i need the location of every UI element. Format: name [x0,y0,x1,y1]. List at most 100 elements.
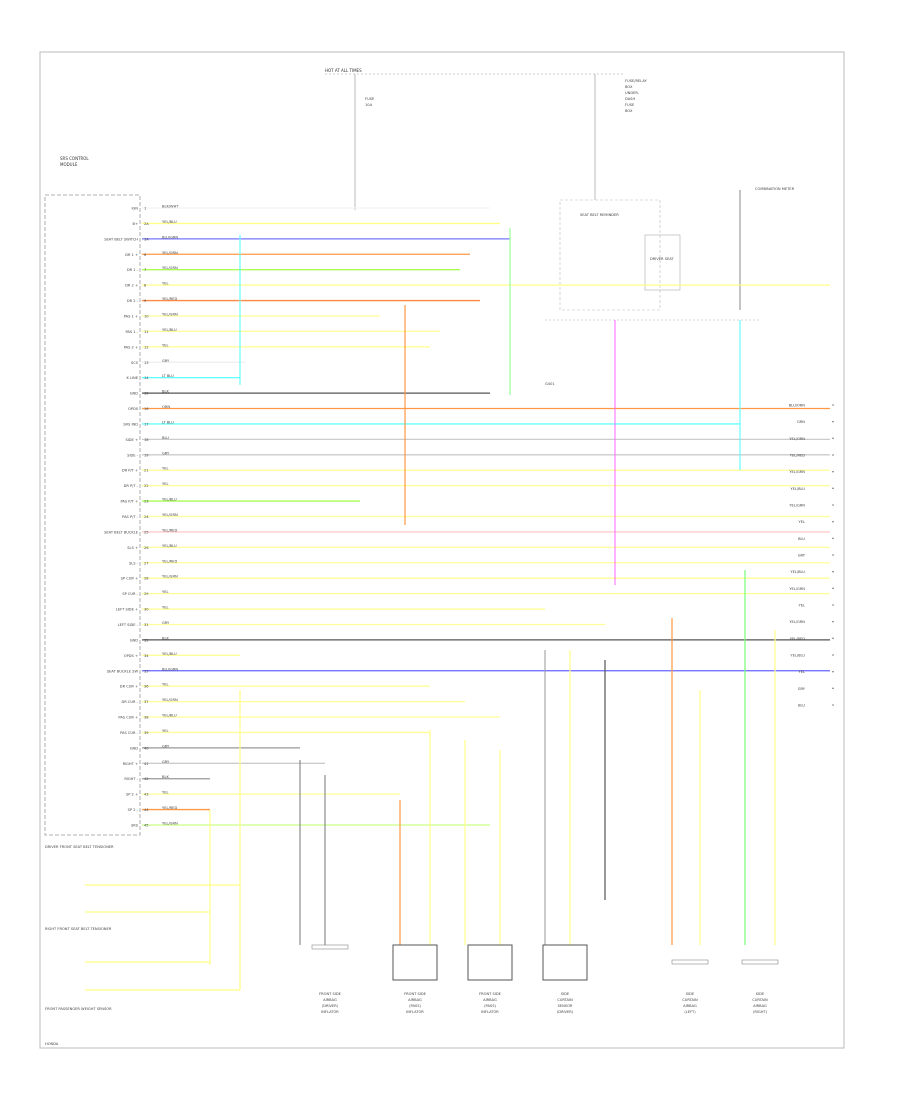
pin-label: SEAT BELT SWITCH [104,237,138,241]
pin-number: 21 [144,469,149,473]
pin-label: GND [130,638,138,642]
pin-label: GND [130,746,138,750]
component-label: (PASS) [484,1004,496,1008]
component-label: (LEFT) [684,1010,696,1014]
pin-wire-color: GRY [162,621,170,625]
pin-number: 8 [144,284,147,288]
right-wire-label: YEL/GRN [789,587,805,591]
component-connector [671,959,709,965]
component-body [467,944,513,981]
ground-label: G401 [545,382,555,386]
pin-label: LEFT SIDE + [116,608,138,612]
fuse-right-label-1: FUSE/RELAY [625,79,647,83]
pin-wire-color: YEL/BLU [162,498,177,502]
component-label: INFLATOR [481,1010,499,1014]
right-wire-label: YEL/BLU [790,654,805,658]
pin-label: SP CUR - [122,592,138,596]
pin-number: 23 [144,500,149,504]
right-wire-label: YEL/ORN [789,437,805,441]
pin-number: 22 [144,484,149,488]
pin-number: 19 [144,453,149,457]
pin-number: 31 [144,623,149,627]
pin-wire-color: YEL/BLU [162,328,177,332]
component-label: CURTAIN [752,998,768,1002]
pin-label: SRS IND [123,422,138,426]
pin-wire-color: BLK [162,775,169,779]
pin-label: OPDS + [124,654,138,658]
pin-wire-color: YEL/RED [162,806,177,810]
component-label: INFLATOR [321,1010,339,1014]
right-wire-terminal [832,604,834,606]
driver-seat-switch [644,234,681,291]
pin-number: 27 [144,561,149,565]
right-wire-label: YEL/GRN [789,620,805,624]
diagram-frame [39,51,845,1049]
pin-wire-color: YEL/RED [162,528,177,532]
pin-number: 34 [144,654,149,658]
pin-wire-color: YEL [162,606,168,610]
pin-label: DR P/T + [122,469,138,473]
pin-wire-color: YEL/GRN [162,513,178,517]
component-label: (DRIVER) [557,1010,574,1014]
pin-wire-color: YEL/BLU [162,652,177,656]
pin-label: DR 2 - [127,299,139,303]
component-label: FRONT SIDE [319,992,342,996]
pin-number: 30 [144,608,149,612]
component-label: CURTAIN [557,998,573,1002]
component-label: (RIGHT) [753,1010,768,1014]
right-wire-terminal [832,570,834,573]
right-wire-terminal [832,520,834,523]
pin-number: 43 [144,793,149,797]
pin-wire-color: YEL/GRN [162,698,178,702]
component-connector [311,944,349,950]
weight-sensor-label: FRONT PASSENGER WEIGHT SENSOR [45,1007,112,1011]
pin-number: 1 [144,207,146,211]
right-wire-terminal [832,670,834,673]
fuse-right-label-4: DASH [625,97,635,101]
right-wire-label: YEL/BLU [790,570,805,574]
pin-label: SIDE + [125,438,138,442]
pin-label: SEAT BELT BUCKLE [104,530,139,534]
component-body [392,944,438,981]
component-label: SENSOR [558,1004,573,1008]
pin-label: SP CUR + [121,577,138,581]
pin-wire-color: YEL [162,467,168,471]
pin-number: 29 [144,592,149,596]
right-wire-terminal [832,454,834,456]
component-label: (DRIVER) [322,1004,339,1008]
right-wire-label: YEL/RED [790,637,805,641]
right-wire-terminal [832,687,834,690]
component-body [542,944,588,981]
right-wire-terminal [832,504,834,506]
pin-number: 16 [144,407,149,411]
right-wire-terminal [832,404,834,406]
pin-wire-color: YEL [162,482,168,486]
pin-number: 45 [144,824,149,828]
pin-label: LEFT SIDE - [118,623,139,627]
right-wire-label: YEL [799,670,805,674]
right-wire-label: BLU [798,537,805,541]
right-wire-terminal [832,537,834,540]
pin-label: IGN [131,207,138,211]
right-wire-label: YEL/GRN [789,470,805,474]
right-wire-terminal [832,637,834,640]
pin-label: DR CUR - [122,700,139,704]
pin-wire-color: YEL [162,729,168,733]
combination-meter-label: COMBINATION METER [755,187,795,191]
pin-number: 44 [144,808,149,812]
footer-label: HONDA [45,1042,59,1046]
pin-label: SLS - [129,561,139,565]
component-label: AIRBAG [483,998,497,1002]
pin-label: DR CUR + [120,685,138,689]
pin-label: B+ [133,222,138,226]
seat-belt-reminder-label: SEAT BELT REMINDER [580,213,619,217]
pin-number: 7 [144,268,146,272]
component-connector [741,959,779,965]
pin-wire-color: YEL/GRN [162,266,178,270]
srs-module-box [44,194,141,836]
pin-number: 38 [144,716,149,720]
pin-number: 26 [144,546,149,550]
pin-wire-color: BLK/WHT [162,205,179,209]
pin-wire-color: GRY [162,359,170,363]
